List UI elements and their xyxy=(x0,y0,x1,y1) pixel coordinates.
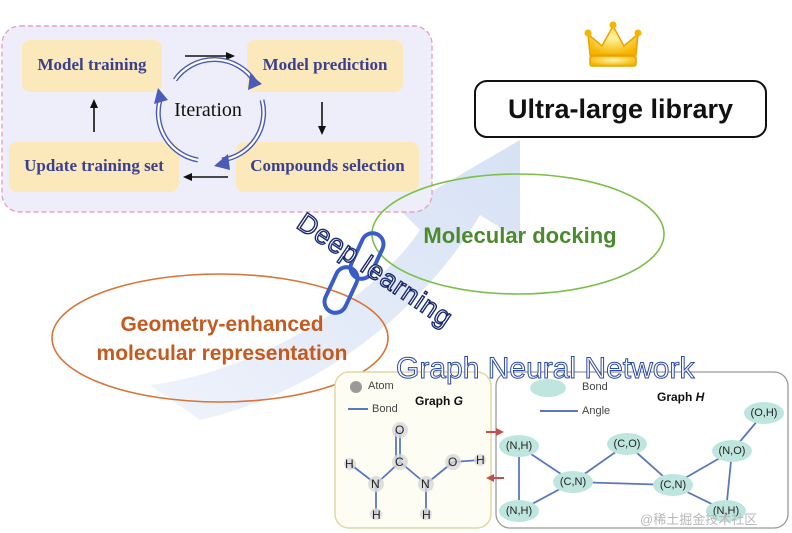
gnn-title: Graph Neural Network xyxy=(395,352,695,386)
node-oh: (O,H) xyxy=(750,407,778,419)
atom-o-top: O xyxy=(395,423,405,437)
iteration-arrowheads xyxy=(154,74,262,170)
node-cn-right: (C,N) xyxy=(659,479,687,491)
node-no: (N,O) xyxy=(718,445,746,457)
node-nh-top: (N,H) xyxy=(505,440,533,452)
compounds-selection-label: Compounds selection xyxy=(250,156,405,175)
atom-c-center: C xyxy=(395,455,404,469)
node-nh-right: (N,H) xyxy=(712,505,740,517)
graph-h-nodes xyxy=(499,402,784,522)
graph-g-title-prefix: Graph xyxy=(415,394,454,408)
watermark: @稀土掘金技术社区 xyxy=(640,512,758,527)
geometry-ellipse xyxy=(51,273,389,403)
model-training-box xyxy=(22,40,162,92)
angle-legend-label: Angle xyxy=(582,405,611,417)
model-prediction-box xyxy=(247,40,403,92)
node-co: (C,O) xyxy=(613,438,641,450)
atom-h-right: H xyxy=(476,453,485,467)
graph-h-title-var: H xyxy=(695,390,705,404)
bond-legend-label: Bond xyxy=(372,403,398,415)
graph-h-title: Graph H xyxy=(657,390,704,404)
molecular-docking-label: Molecular docking xyxy=(423,223,617,248)
bond-node-legend-icon xyxy=(530,379,566,397)
graph-g-atom-halos xyxy=(344,422,486,520)
model-prediction-label: Model prediction xyxy=(262,55,388,74)
graph-g-panel xyxy=(334,371,492,529)
atom-legend-icon xyxy=(350,381,362,393)
geometry-line2: molecular representation xyxy=(96,342,348,365)
atom-h-bottom-right: H xyxy=(422,508,431,522)
node-nh-bottom: (N,H) xyxy=(505,505,533,517)
bond-node-legend-label: Bond xyxy=(582,381,608,393)
model-training-label: Model training xyxy=(37,55,147,74)
atom-h-left: H xyxy=(345,457,354,471)
graph-h-title-prefix: Graph xyxy=(657,390,696,404)
iteration-cycle-icon xyxy=(155,57,267,163)
node-cn-left: (C,N) xyxy=(559,476,587,488)
atom-legend-label: Atom xyxy=(368,380,394,392)
geometry-line1: Geometry-enhanced xyxy=(120,313,324,336)
graph-g-title: Graph G xyxy=(415,394,463,408)
update-training-box xyxy=(9,142,179,192)
background-arrow xyxy=(150,140,520,420)
atom-h-bottom-left: H xyxy=(372,508,381,522)
atom-n-left: N xyxy=(371,477,380,491)
atom-o-right: O xyxy=(448,455,458,469)
library-box xyxy=(474,80,767,138)
crown-icon xyxy=(584,21,642,67)
update-training-set-label: Update training set xyxy=(24,156,164,175)
cycle-arrows xyxy=(90,52,326,181)
chain-link-icon xyxy=(322,231,386,315)
ultra-large-library-label: Ultra-large library xyxy=(507,94,734,124)
atom-n-right: N xyxy=(421,477,430,491)
graph-g-title-var: G xyxy=(453,394,464,408)
compounds-selection-box xyxy=(236,142,419,192)
iteration-label: Iteration xyxy=(174,99,242,121)
transfer-arrows xyxy=(486,428,504,482)
